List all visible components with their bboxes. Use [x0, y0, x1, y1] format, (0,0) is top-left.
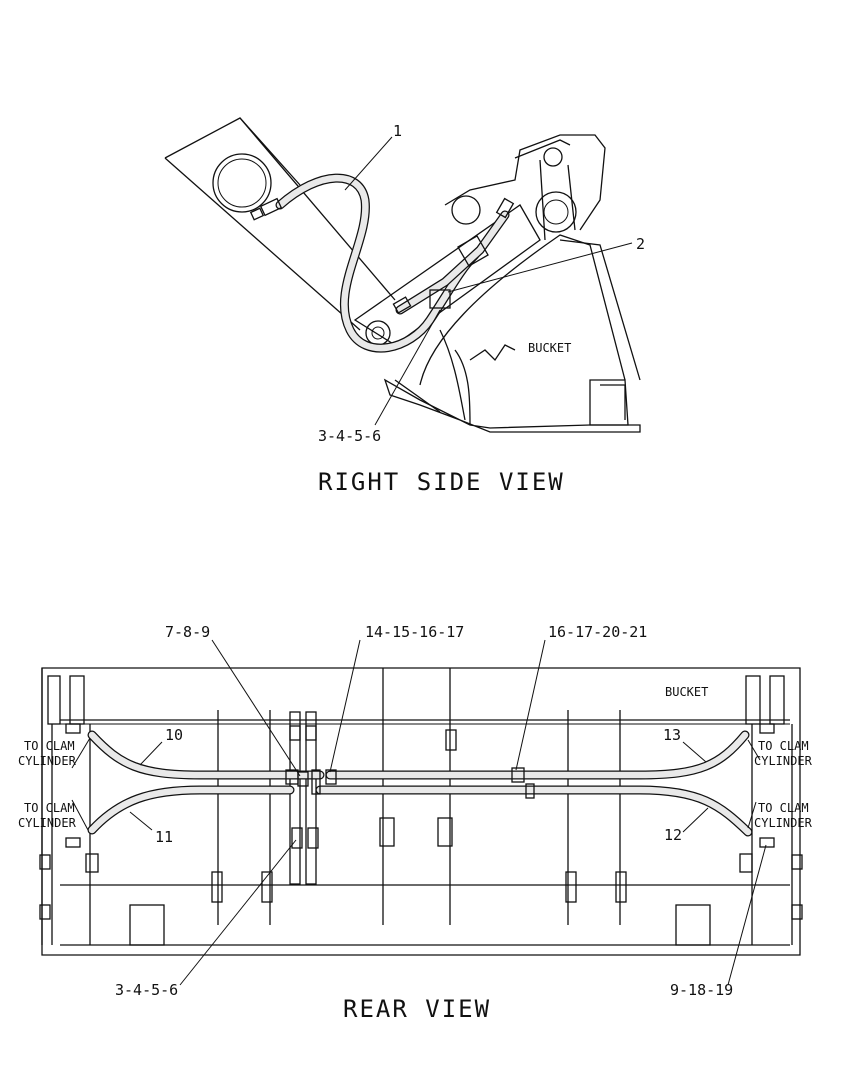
clam-label-upper-right-2: CYLINDER	[754, 754, 813, 768]
clam-label-upper-left-2: CYLINDER	[18, 754, 77, 768]
callout-14-15-16-17: 14-15-16-17	[365, 623, 464, 641]
clam-label-upper-right-1: TO CLAM	[758, 739, 809, 753]
clam-label-upper-left-1: TO CLAM	[24, 739, 75, 753]
rear-view-drawing	[39, 667, 803, 956]
rear-view-title: REAR VIEW	[343, 995, 491, 1023]
clam-label-lower-right-1: TO CLAM	[758, 801, 809, 815]
callout-7-8-9: 7-8-9	[165, 623, 210, 641]
callout-10: 10	[165, 726, 183, 744]
bucket-label-side: BUCKET	[528, 341, 571, 355]
clam-label-lower-left-2: CYLINDER	[18, 816, 77, 830]
clam-label-lower-left-1: TO CLAM	[24, 801, 75, 815]
right-side-view-drawing	[164, 117, 641, 433]
clam-label-lower-right-2: CYLINDER	[754, 816, 813, 830]
bucket-label-rear: BUCKET	[665, 685, 708, 699]
callout-11: 11	[155, 828, 173, 846]
right-side-view-title: RIGHT SIDE VIEW	[318, 468, 565, 496]
callout-2: 2	[636, 235, 645, 253]
callout-3-4-5-6-rear: 3-4-5-6	[115, 981, 178, 999]
callout-13: 13	[663, 726, 681, 744]
callout-16-17-20-21: 16-17-20-21	[548, 623, 647, 641]
right-side-callouts: 1 2 3-4-5-6 BUCKET	[318, 122, 645, 445]
rear-view-callouts: 7-8-9 14-15-16-17 16-17-20-21 BUCKET 10 …	[18, 623, 813, 999]
callout-9-18-19: 9-18-19	[670, 981, 733, 999]
callout-3-4-5-6-side: 3-4-5-6	[318, 427, 381, 445]
callout-12: 12	[664, 826, 682, 844]
callout-1: 1	[393, 122, 402, 140]
